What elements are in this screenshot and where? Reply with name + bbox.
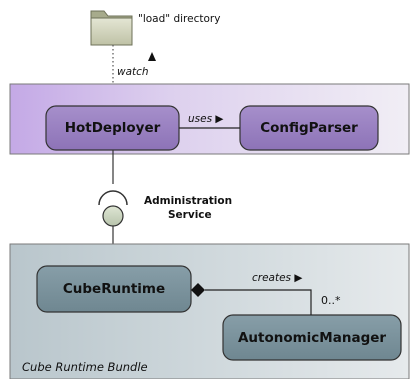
watch-label: watch — [117, 66, 149, 78]
multiplicity-label: 0..* — [321, 294, 341, 307]
creates-label: creates ▶ — [252, 272, 303, 284]
cube-runtime-box[interactable] — [36, 265, 192, 313]
service-ball-icon — [102, 205, 124, 227]
watch-arrowhead-icon — [148, 52, 156, 61]
creates-connector — [205, 289, 312, 315]
service-label-line2: Service — [168, 209, 212, 221]
autonomic-manager-box[interactable] — [222, 314, 402, 361]
folder-icon — [90, 10, 133, 46]
hot-deployer-label: HotDeployer — [64, 120, 161, 136]
directory-label: "load" directory — [138, 13, 221, 25]
runtime-bundle-label: Cube Runtime Bundle — [22, 360, 148, 374]
autonomic-manager-label: AutonomicManager — [237, 329, 387, 346]
uses-label: uses ▶ — [188, 113, 224, 125]
composition-diamond-icon — [191, 283, 205, 297]
service-socket-icon — [98, 190, 128, 206]
config-parser-label: ConfigParser — [260, 120, 358, 136]
cube-runtime-label: CubeRuntime — [62, 281, 166, 297]
service-label-line1: Administration — [144, 195, 233, 207]
